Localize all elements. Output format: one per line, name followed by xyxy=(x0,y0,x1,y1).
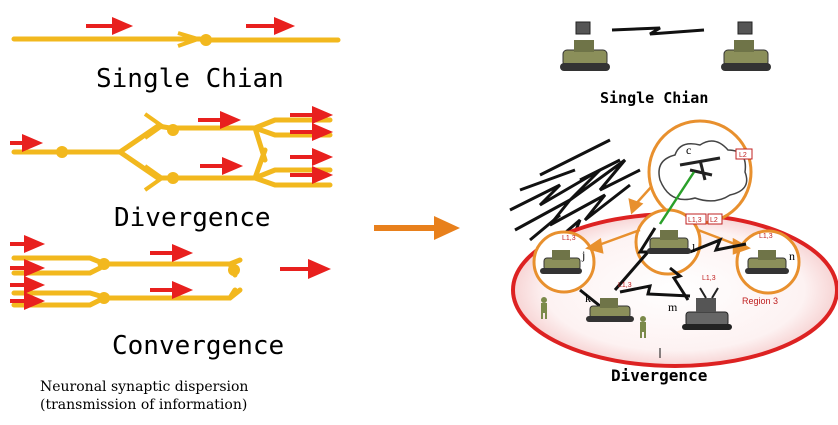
tag-l13-center-box xyxy=(685,213,707,225)
node-label-n: n xyxy=(789,249,795,263)
lightning-links xyxy=(579,227,747,308)
node-label-j: j xyxy=(581,248,585,262)
left-divergence-label: Divergence xyxy=(114,203,271,233)
tag-l2-top: L2 xyxy=(739,152,747,159)
node-label-m: m xyxy=(668,300,678,314)
convergence-neuron xyxy=(11,255,243,308)
single-chain-neuron xyxy=(11,31,341,48)
tag-l13-mid: L1,3 xyxy=(702,275,716,282)
wireless-link-top xyxy=(611,26,705,36)
tank-node-m xyxy=(682,287,732,330)
green-link xyxy=(658,171,696,225)
tag-l13-bottom: L1,3 xyxy=(618,282,632,289)
left-caption-line-2: (transmission of information) xyxy=(40,397,248,413)
soldier-left xyxy=(541,297,547,319)
transform-arrow xyxy=(374,216,460,240)
divergence-neuron xyxy=(11,112,333,192)
tank-node-k xyxy=(586,298,634,322)
tag-l13-left: L1,3 xyxy=(562,235,576,242)
tag-l2-top-box xyxy=(735,148,753,160)
node-label-k: k xyxy=(585,291,591,305)
left-caption-line-1: Neuronal synaptic dispersion xyxy=(40,379,249,395)
node-label-c: c xyxy=(686,143,691,157)
tank-left xyxy=(560,21,610,71)
left-single-chain-label: Single Chian xyxy=(96,64,284,94)
left-convergence-label: Convergence xyxy=(112,331,285,361)
tag-l2-center-box xyxy=(707,213,723,225)
node-c-circle xyxy=(647,119,753,225)
region-label: Region 3 xyxy=(742,296,778,306)
soldier-right xyxy=(640,316,646,338)
single-chain-arrows xyxy=(86,16,296,36)
tag-l13-center: L1,3 xyxy=(688,217,702,224)
tank-node-l xyxy=(647,230,691,254)
flow-arrows xyxy=(585,185,751,255)
tank-node-n xyxy=(745,250,789,274)
divergence-arrows xyxy=(10,105,334,185)
tag-l2-center: L2 xyxy=(710,217,718,224)
tank-right xyxy=(721,21,771,71)
tank-node-j xyxy=(540,250,582,274)
tag-l13-right: L1,3 xyxy=(759,233,773,240)
right-divergence-label: Divergence xyxy=(611,366,708,385)
node-label-l: l xyxy=(692,241,696,255)
convergence-arrows xyxy=(10,234,331,311)
right-single-chain-label: Single Chian xyxy=(600,89,709,107)
